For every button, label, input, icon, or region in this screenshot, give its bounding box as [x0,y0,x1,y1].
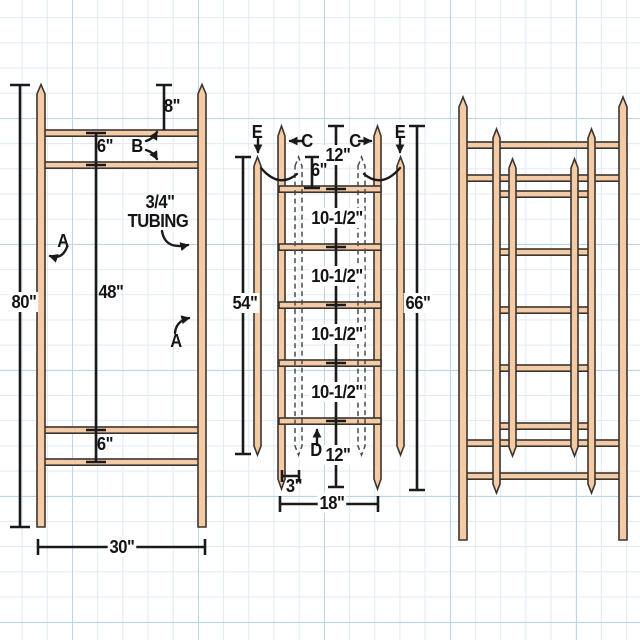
front-right-rail [197,82,207,528]
ladder-d-rail-left-hidden [294,154,303,458]
assembled-mid-rail-left [492,126,501,496]
dim-label-66: 66" [403,293,433,313]
dim-6-48-6-line [86,131,106,464]
ladder-d-rail-right-hidden [357,154,366,458]
dim-label-rung-gap-4: 10-1/2" [309,382,365,402]
dim-center-line [326,124,346,489]
front-rung-4 [37,458,206,466]
front-rung-2 [37,161,206,169]
dim-label-12-top: 12" [323,145,353,165]
part-label-e-left: E [251,122,263,142]
assembled-outer-rail-left [458,94,468,541]
ladder-view [235,123,425,512]
part-label-e-right: E [394,122,406,142]
assembled-wide-rung-2 [459,174,627,182]
tubing-note-size: 3/4" [145,192,175,212]
dim-label-6-top: 6" [96,136,114,156]
dim-label-30: 30" [107,537,137,557]
part-label-a-1: A [57,231,69,251]
assembled-wide-rung-1 [459,141,627,149]
dim-label-rung-gap-3: 10-1/2" [309,324,365,344]
dim-8-line [156,83,172,130]
dim-label-12-bottom: 12" [323,445,353,465]
dim-3-line [280,470,301,482]
dim-6-mid-line [304,155,320,190]
dim-label-3: 3" [285,476,303,496]
assembled-inner-rail-left [508,156,517,459]
ladder-e-rail-right [396,154,405,458]
part-label-c-right: C [349,131,361,151]
assembled-wide-rung-3 [459,439,627,447]
dim-label-18: 18" [317,493,347,513]
arrow-a-right [173,315,191,335]
dim-label-48: 48" [98,282,124,302]
assembled-outer-rail-right [618,94,628,541]
arc-e-to-d-left [259,166,299,182]
tubing-note-word: TUBING [127,211,189,231]
dim-label-8: 8" [163,96,181,116]
arrow-a-left [48,245,69,263]
front-rung-1 [37,129,206,137]
arrow-b-lower [144,148,159,161]
assembled-inner-rail-right [570,156,579,459]
dim-label-rung-gap-2: 10-1/2" [309,266,365,286]
part-label-b: B [131,136,143,156]
assembled-mid-rail-right [587,126,596,496]
part-label-d: D [310,440,322,460]
arrow-tubing [160,229,190,252]
front-rung-3 [37,426,206,434]
dim-label-54: 54" [230,293,260,313]
dim-label-80: 80" [9,292,39,312]
assembled-view [458,94,628,541]
arc-e-to-d-right [362,166,402,182]
dim-label-rung-gap-1: 10-1/2" [309,208,365,228]
part-label-a-2: A [170,331,182,351]
front-left-rail [36,82,46,528]
part-label-c-left: C [301,131,313,151]
assembled-wide-rung-4 [459,472,627,480]
dim-label-6-mid: 6" [310,160,328,180]
dim-label-6-bottom: 6" [96,434,114,454]
arrow-b-upper [144,130,159,143]
